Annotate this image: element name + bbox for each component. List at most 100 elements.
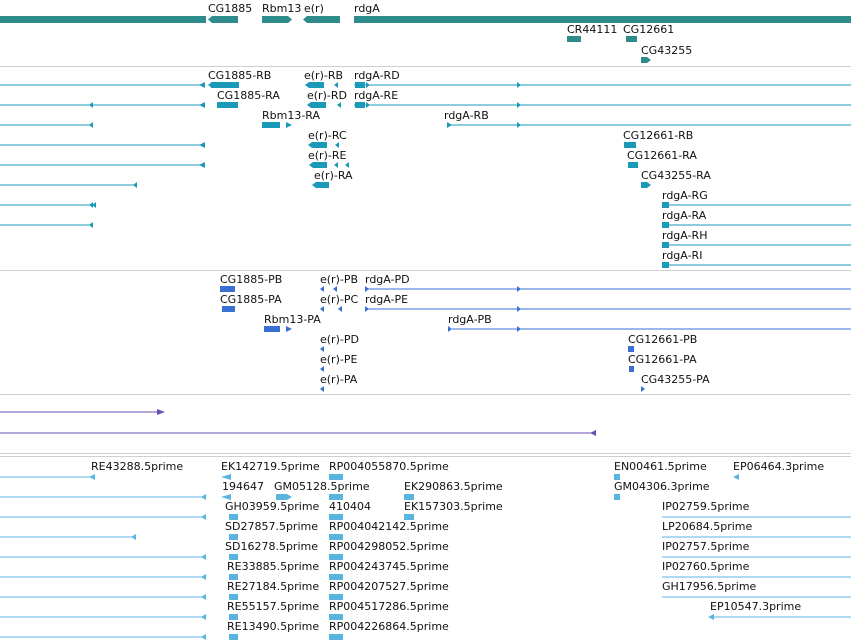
exon-cg1885-ra[interactable] (217, 102, 238, 108)
exon-cg12661-rb[interactable] (624, 142, 636, 148)
exon-cg12661-ra[interactable] (628, 162, 638, 168)
cds-cg1885-pb[interactable] (220, 286, 235, 292)
exon-marker[interactable] (89, 202, 93, 208)
exon-rdga-ra[interactable] (662, 222, 669, 228)
cds-marker[interactable] (641, 386, 645, 392)
exon-marker[interactable] (517, 82, 521, 88)
est-marker[interactable] (201, 574, 206, 580)
cds-marker[interactable] (365, 306, 369, 312)
est-block[interactable] (329, 574, 343, 580)
est-block[interactable] (329, 534, 343, 540)
exon-marker[interactable] (89, 122, 93, 128)
exon-er-rc[interactable] (312, 142, 327, 148)
cds-marker[interactable] (286, 326, 292, 332)
exon-marker[interactable] (199, 82, 205, 88)
exon-marker[interactable] (335, 142, 339, 148)
est-marker[interactable] (221, 494, 231, 500)
exon-rdga-ri[interactable] (662, 262, 669, 268)
est-block[interactable] (276, 494, 287, 500)
est-block[interactable] (614, 494, 620, 500)
est-block[interactable] (229, 534, 238, 540)
exon-rdga-rd[interactable] (355, 82, 365, 88)
est-block[interactable] (614, 474, 620, 480)
exon-marker[interactable] (133, 182, 137, 188)
exon-marker[interactable] (517, 102, 521, 108)
gene-bar-cr44111[interactable] (567, 36, 581, 42)
exon-marker[interactable] (366, 82, 370, 88)
cds-marker[interactable] (320, 386, 324, 392)
exon-rbm13-ra[interactable] (262, 122, 280, 128)
exon-er-rd[interactable] (311, 102, 326, 108)
exon-marker[interactable] (447, 122, 452, 128)
est-block[interactable] (329, 554, 343, 560)
exon-marker[interactable] (309, 162, 313, 168)
exon-marker[interactable] (517, 122, 521, 128)
exon-marker[interactable] (89, 222, 93, 228)
exon-marker[interactable] (89, 102, 93, 108)
gene-bar-cg12661[interactable] (626, 36, 637, 42)
misc-feature-arrow[interactable] (157, 409, 165, 415)
exon-marker[interactable] (305, 82, 309, 88)
cds-marker[interactable] (517, 326, 521, 332)
cds-cg12661-pb[interactable] (628, 346, 634, 352)
est-block[interactable] (229, 514, 238, 520)
exon-marker[interactable] (199, 102, 205, 108)
est-block[interactable] (329, 614, 343, 620)
exon-marker[interactable] (208, 82, 212, 88)
exon-marker[interactable] (92, 202, 96, 208)
est-block[interactable] (329, 594, 343, 600)
est-block[interactable] (229, 634, 238, 640)
exon-marker[interactable] (307, 102, 311, 108)
misc-feature-arrow[interactable] (590, 430, 596, 436)
est-marker[interactable] (708, 614, 714, 620)
exon-marker[interactable] (286, 122, 292, 128)
exon-marker[interactable] (337, 102, 341, 108)
est-block[interactable] (404, 494, 414, 500)
gene-bar-rbm13[interactable] (262, 16, 292, 23)
gene-bar-er[interactable] (303, 16, 340, 23)
est-block[interactable] (229, 614, 238, 620)
est-marker[interactable] (201, 554, 206, 560)
cds-marker[interactable] (338, 306, 342, 312)
exon-er-rb[interactable] (309, 82, 324, 88)
exon-marker[interactable] (312, 182, 316, 188)
gene-bar-rdga[interactable] (354, 16, 851, 23)
exon-rdga-re[interactable] (355, 102, 365, 108)
est-block[interactable] (329, 634, 343, 640)
exon-er-ra[interactable] (316, 182, 329, 188)
est-marker[interactable] (201, 634, 206, 640)
gene-bar-cg43255[interactable] (641, 57, 651, 63)
exon-marker[interactable] (199, 142, 205, 148)
cds-marker[interactable] (365, 286, 369, 292)
exon-marker[interactable] (366, 102, 370, 108)
exon-er-re[interactable] (313, 162, 327, 168)
cds-marker[interactable] (333, 286, 337, 292)
exon-rdga-rg[interactable] (662, 202, 669, 208)
exon-rdga-rh[interactable] (662, 242, 669, 248)
cds-rbm13-pa[interactable] (264, 326, 280, 332)
est-block[interactable] (229, 594, 238, 600)
est-marker[interactable] (201, 614, 206, 620)
cds-marker[interactable] (517, 306, 521, 312)
est-marker[interactable] (201, 494, 206, 500)
cds-marker[interactable] (517, 286, 521, 292)
est-block[interactable] (329, 514, 343, 520)
cds-marker[interactable] (320, 366, 324, 372)
est-block[interactable] (229, 574, 238, 580)
est-block[interactable] (229, 554, 238, 560)
cds-marker[interactable] (320, 346, 324, 352)
est-marker[interactable] (733, 474, 739, 480)
est-block[interactable] (329, 494, 343, 500)
exon-marker[interactable] (199, 162, 205, 168)
cds-marker[interactable] (448, 326, 452, 332)
est-marker[interactable] (89, 474, 95, 480)
cds-cg12661-pa[interactable] (629, 366, 634, 372)
cds-marker[interactable] (320, 306, 324, 312)
est-marker[interactable] (131, 534, 136, 540)
est-marker[interactable] (287, 494, 292, 500)
est-marker[interactable] (221, 474, 231, 480)
est-block[interactable] (404, 514, 414, 520)
gene-bar-cg1885[interactable] (208, 16, 238, 23)
gene-bar-left[interactable] (0, 16, 206, 23)
est-marker[interactable] (201, 594, 206, 600)
